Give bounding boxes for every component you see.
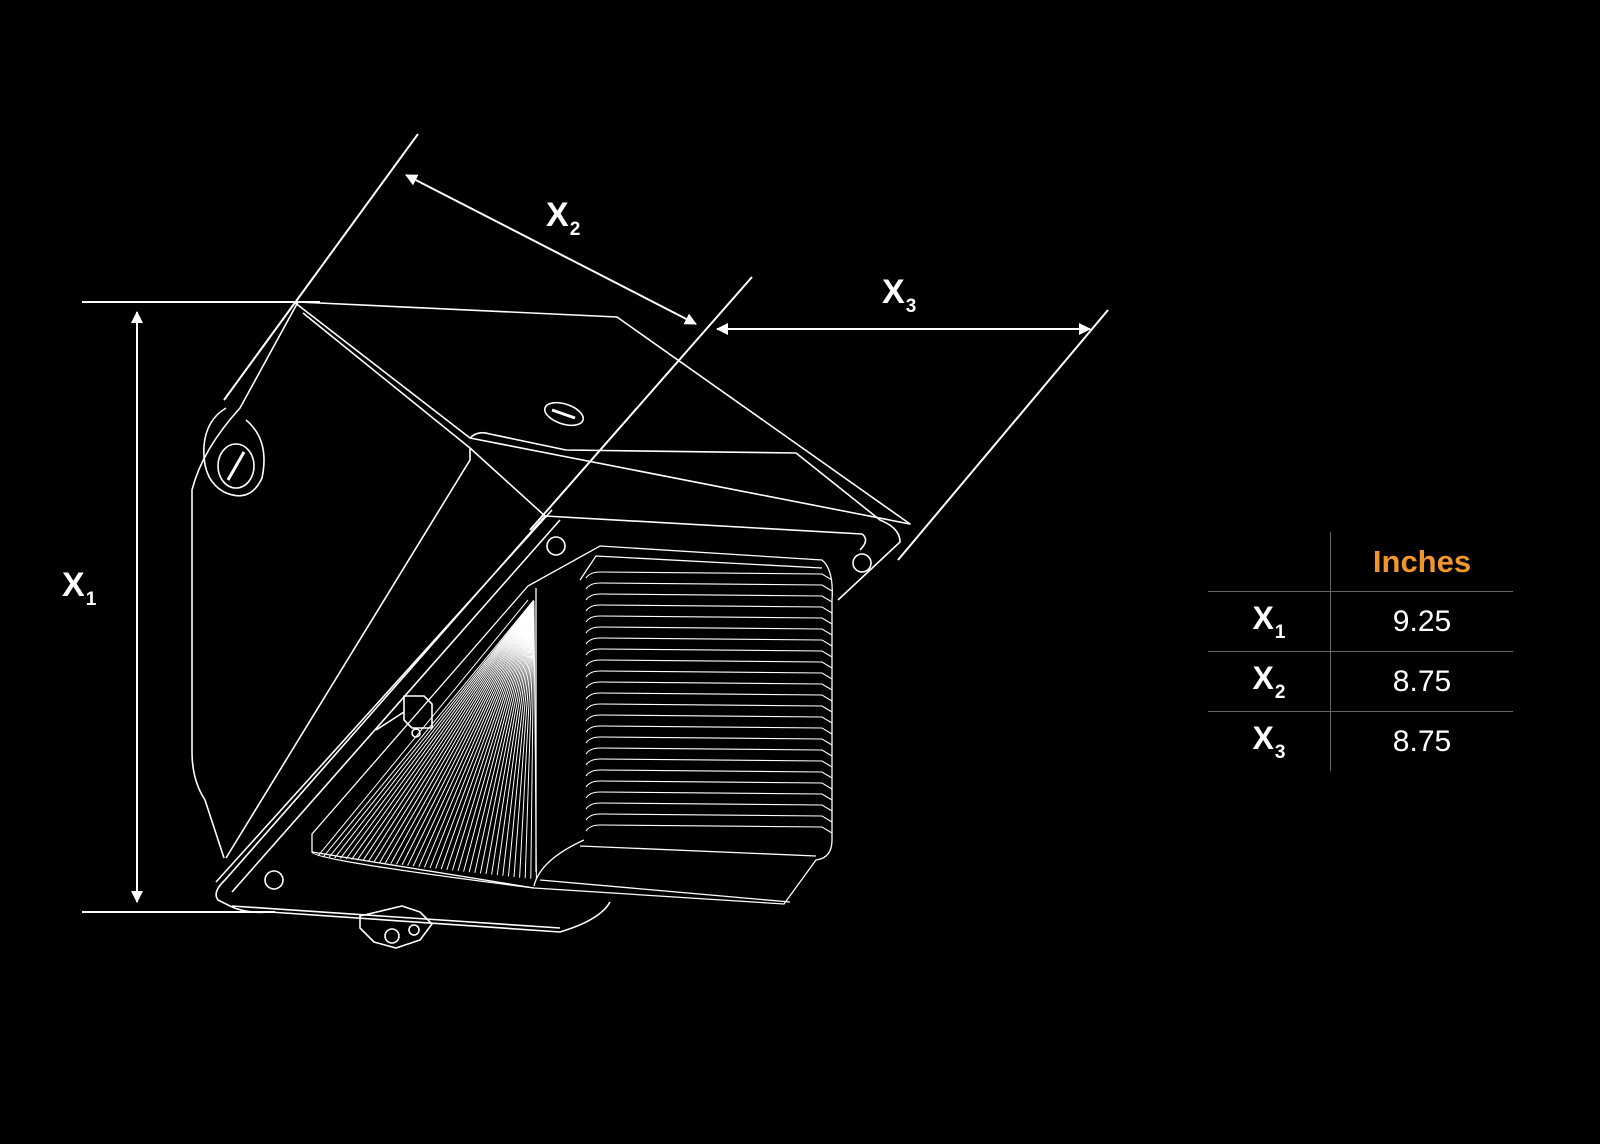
- fin-line: [530, 611, 535, 879]
- fin-line: [496, 609, 535, 876]
- dimensions-table: Inches X1 9.25 X2 8.75 X3 8.75: [1208, 532, 1513, 771]
- fin-line: [524, 611, 535, 879]
- plate-hole-3: [264, 870, 284, 890]
- fin-line: [340, 600, 535, 859]
- fin-line: [585, 703, 833, 713]
- row-label-x1: X1: [1208, 591, 1331, 652]
- fin-line: [585, 571, 833, 581]
- fin-line: [334, 600, 535, 859]
- fin-line: [317, 599, 529, 857]
- fin-line: [356, 601, 535, 861]
- fin-line: [585, 791, 833, 801]
- x3-extension-right: [897, 309, 1109, 561]
- fin-line: [468, 607, 535, 873]
- row-label-x3: X3: [1208, 711, 1331, 771]
- plate-hole-1: [546, 536, 566, 556]
- fin-line: [502, 609, 535, 876]
- fin-line: [585, 637, 833, 647]
- fin-line: [362, 602, 535, 862]
- x2-dimension-arrow: [405, 174, 697, 325]
- fin-line: [323, 599, 534, 857]
- x2-label: X2: [546, 196, 581, 240]
- fin-line: [429, 605, 535, 869]
- x3-label: X3: [882, 273, 917, 317]
- fin-line: [585, 736, 833, 746]
- row-value-x3: 8.75: [1330, 711, 1513, 771]
- fin-line: [407, 604, 535, 866]
- table-row: X1 9.25: [1208, 591, 1513, 652]
- screw-hole-left: [217, 443, 255, 489]
- x2-extension-right: [529, 276, 753, 531]
- fin-line: [585, 714, 833, 724]
- fin-line: [585, 615, 833, 625]
- table-row: X2 8.75: [1208, 651, 1513, 712]
- fin-line: [507, 610, 535, 877]
- fin-line: [345, 601, 535, 860]
- fin-line: [513, 610, 535, 878]
- fin-line: [351, 601, 535, 860]
- fin-line: [585, 626, 833, 636]
- fin-line: [491, 609, 535, 875]
- fin-line: [585, 659, 833, 669]
- fin-line: [390, 603, 535, 865]
- fin-line: [585, 648, 833, 658]
- heat-sink-fins: [311, 545, 833, 905]
- table-header-blank: [1208, 532, 1331, 592]
- fin-line: [440, 606, 535, 870]
- fin-line: [585, 725, 833, 735]
- fin-line: [384, 603, 535, 864]
- screw-hole-top: [543, 401, 585, 427]
- fin-line: [585, 604, 833, 614]
- fin-line: [585, 582, 833, 592]
- fin-line: [328, 600, 535, 858]
- fin-line: [533, 611, 537, 880]
- fin-line: [373, 602, 535, 863]
- fin-line: [585, 670, 833, 680]
- row-value-x2: 8.75: [1330, 651, 1513, 712]
- x2-extension-left: [223, 133, 419, 401]
- fin-line: [585, 824, 833, 834]
- fixture-body: [191, 301, 911, 949]
- row-label-x2: X2: [1208, 651, 1331, 712]
- fin-line: [485, 608, 535, 875]
- fin-line: [418, 605, 535, 868]
- inches-column-header: Inches: [1330, 532, 1513, 592]
- fin-line: [585, 802, 833, 812]
- fin-line: [585, 593, 833, 603]
- fin-line: [585, 747, 833, 757]
- fin-line: [463, 607, 535, 872]
- fin-line: [379, 603, 535, 863]
- fin-line: [585, 681, 833, 691]
- fin-line: [519, 610, 535, 878]
- fin-line: [585, 692, 833, 702]
- heat-sink-fins-right: [585, 571, 833, 834]
- fin-line: [474, 608, 535, 873]
- fin-line: [435, 606, 535, 869]
- fin-line: [479, 608, 535, 874]
- row-value-x1: 9.25: [1392, 604, 1452, 638]
- dimension-lines: [82, 133, 1109, 913]
- fin-line: [395, 603, 535, 865]
- table-row: X3 8.75: [1208, 711, 1513, 771]
- x1-label: X1: [62, 566, 97, 610]
- fin-line: [585, 813, 833, 823]
- fin-line: [585, 758, 833, 768]
- fin-line: [367, 602, 535, 862]
- fin-line: [585, 769, 833, 779]
- fin-line: [412, 604, 535, 867]
- fin-line: [423, 605, 535, 868]
- fin-line: [457, 607, 535, 872]
- table-header-row: Inches: [1208, 532, 1513, 592]
- heat-sink-fins-left: [317, 599, 537, 880]
- fin-line: [401, 604, 535, 866]
- plate-hole-2: [852, 553, 872, 573]
- fin-line: [451, 607, 535, 871]
- fin-line: [585, 780, 833, 790]
- fin-line: [446, 606, 535, 870]
